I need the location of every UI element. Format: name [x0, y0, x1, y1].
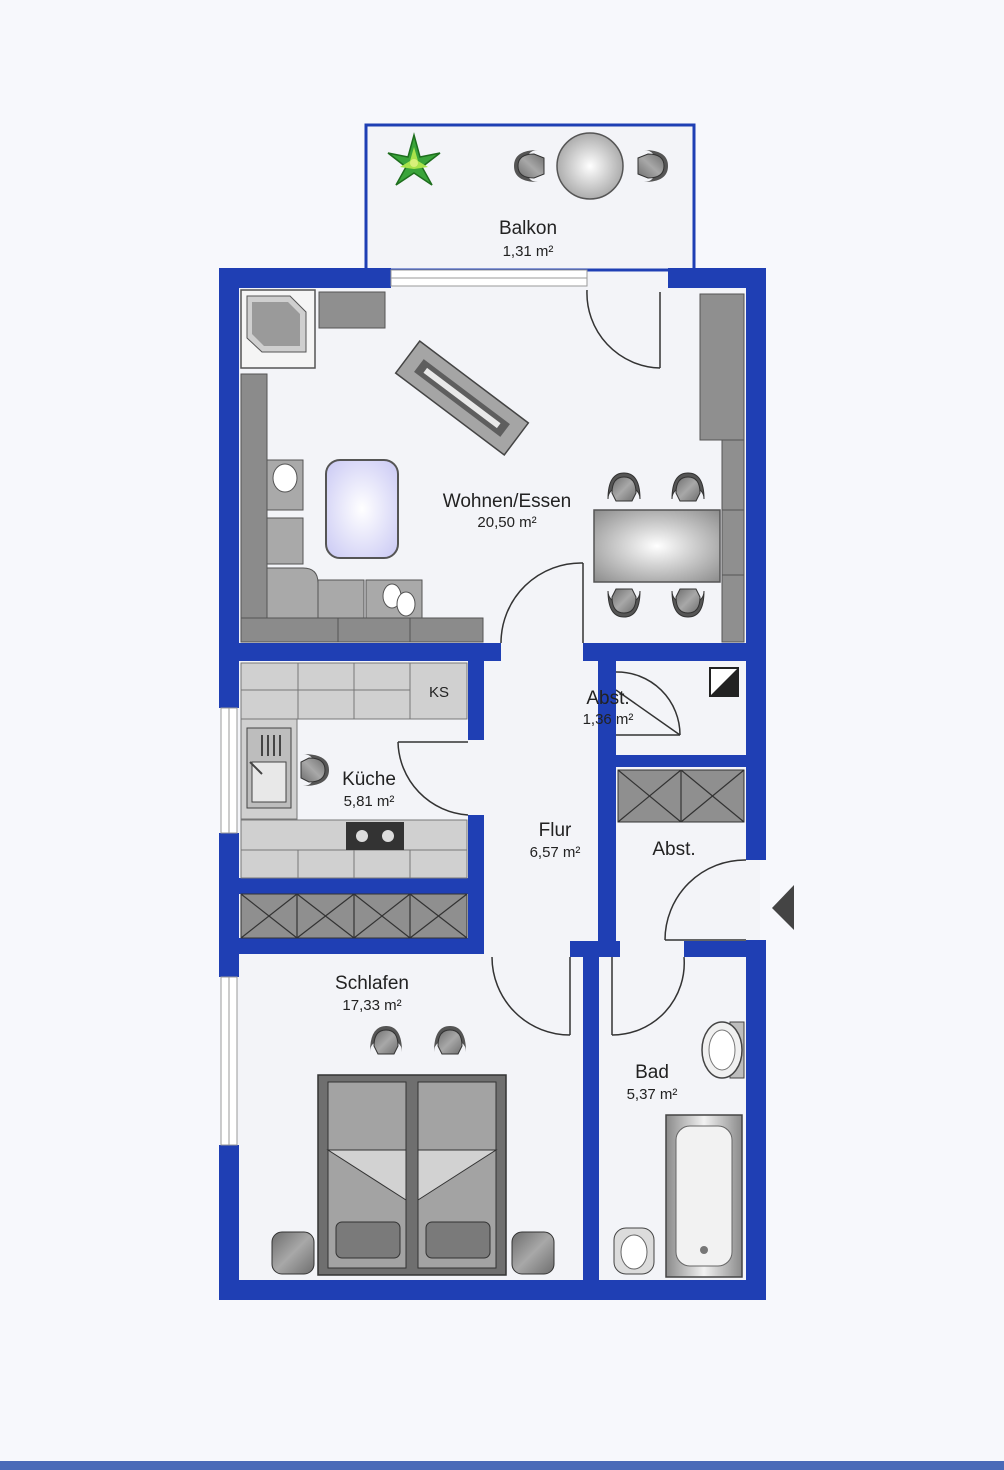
room-name-bad: Bad	[635, 1062, 669, 1083]
corner-shelf	[240, 289, 316, 369]
room-area-bad: 5,37 m²	[627, 1086, 678, 1103]
outer-walls	[219, 268, 766, 1300]
wardrobe-hall	[617, 769, 745, 823]
room-area-flur: 6,57 m²	[530, 844, 581, 861]
tv-unit	[394, 340, 530, 456]
bathtub	[665, 1114, 743, 1278]
room-area-schlafen: 17,33 m²	[342, 997, 401, 1014]
plant-icon	[387, 132, 441, 186]
room-area-balkon: 1,31 m²	[503, 243, 554, 260]
balcony-chair-right	[637, 150, 668, 182]
kitchen-sink	[240, 718, 298, 820]
corner-sofa	[240, 373, 484, 643]
nightstand-left	[271, 1231, 315, 1275]
bedroom-chairs	[370, 1026, 466, 1055]
room-area-abst-small: 1,36 m²	[583, 711, 634, 728]
double-bed	[317, 1074, 507, 1276]
dining-table	[593, 509, 721, 583]
toilet	[613, 1227, 655, 1275]
room-name-kueche: Küche	[342, 769, 396, 790]
entrance-arrow-icon	[772, 885, 794, 930]
room-name-schlafen: Schlafen	[335, 973, 409, 994]
coffee-table	[325, 459, 399, 559]
room-name-abst: Abst.	[652, 839, 695, 860]
fridge-label: KS	[429, 684, 449, 701]
balcony-table	[556, 132, 624, 200]
balcony-chair-left	[514, 150, 545, 182]
room-name-balkon: Balkon	[499, 218, 557, 239]
fridge	[409, 662, 468, 720]
wall-cabinet	[699, 293, 745, 643]
nightstand-right	[511, 1231, 555, 1275]
wardrobe-bedroom	[240, 893, 468, 939]
windows	[220, 269, 588, 1146]
room-name-abst-small: Abst.	[586, 688, 629, 709]
room-name-wohnen: Wohnen/Essen	[443, 491, 572, 512]
bottom-border	[0, 1461, 1004, 1470]
cooktop	[346, 822, 404, 850]
sideboard	[318, 291, 386, 329]
washbasin	[701, 1021, 745, 1079]
fuse-box-icon	[709, 667, 739, 697]
interior-walls	[239, 643, 746, 1280]
balcony-floor	[364, 123, 696, 272]
room-name-flur: Flur	[539, 820, 572, 841]
kitchen-chair	[300, 754, 329, 786]
dining-chairs	[607, 472, 705, 618]
door-swings	[397, 289, 747, 1036]
room-area-wohnen: 20,50 m²	[477, 514, 536, 531]
room-area-kueche: 5,81 m²	[344, 793, 395, 810]
